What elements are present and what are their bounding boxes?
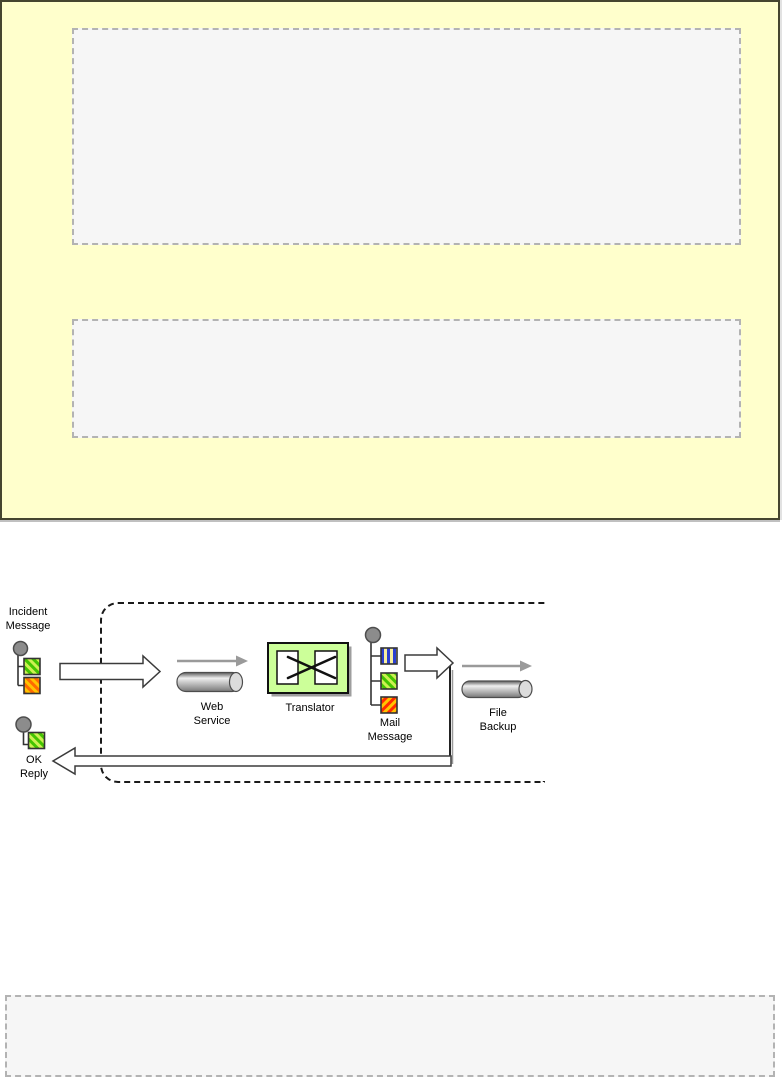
incident-message-label: Incident Message xyxy=(5,606,51,632)
dashed-scope-boundary xyxy=(100,602,545,783)
translator-label: Translator xyxy=(285,702,335,714)
mail-message-icon xyxy=(364,626,398,714)
diagram-shapes xyxy=(12,626,533,776)
request-block-arrow-icon xyxy=(59,654,162,689)
reply-block-arrow-icon xyxy=(51,746,452,776)
message-flow-diagram: Incident Message Web Service Translator … xyxy=(0,560,620,820)
placeholder-box-bottom xyxy=(5,995,775,1077)
ok-reply-label: OK Reply xyxy=(19,754,49,780)
web-service-channel-icon xyxy=(176,655,248,693)
outbound-block-arrow-icon xyxy=(404,646,455,680)
file-backup-channel-icon xyxy=(461,660,533,699)
ok-reply-icon xyxy=(15,716,46,750)
web-service-label: Web Service xyxy=(193,701,231,727)
file-backup-label: File Backup xyxy=(479,707,517,733)
translator-icon xyxy=(267,642,352,697)
incident-message-icon xyxy=(12,640,41,695)
placeholder-box-1 xyxy=(72,28,741,245)
connector-line xyxy=(449,663,454,764)
placeholder-box-2 xyxy=(72,319,741,438)
top-note-panel xyxy=(0,0,780,520)
mail-message-label: Mail Message xyxy=(367,717,413,743)
